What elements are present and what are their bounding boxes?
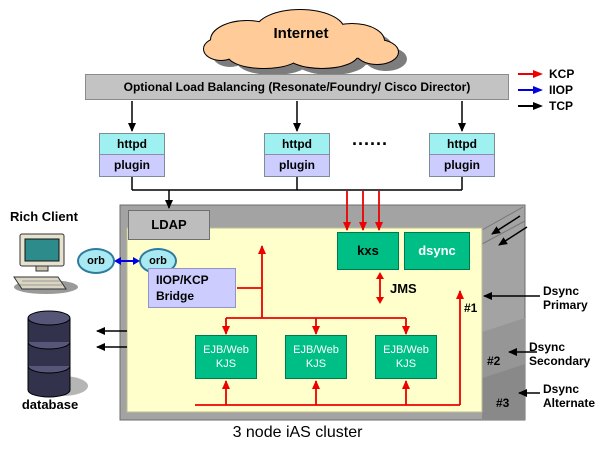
database-label: database xyxy=(21,397,79,412)
internet-label: Internet xyxy=(273,25,329,42)
iiop-arrow-icon xyxy=(518,86,543,94)
kjs-line1: EJB/Web xyxy=(383,344,429,356)
jms-label: JMS xyxy=(390,281,417,296)
dsync-box: dsync xyxy=(404,232,470,270)
kjs-engine-2: EJB/Web KJS xyxy=(285,335,347,379)
role-line2: Secondary xyxy=(529,354,591,368)
node-label-3: #3 xyxy=(496,396,510,410)
kcp-arrow-icon xyxy=(518,70,543,78)
dsync-alternate-label: Dsync Alternate xyxy=(543,382,595,410)
role-line2: Primary xyxy=(543,298,588,312)
internet-cloud-icon xyxy=(203,9,407,75)
web-server-1: httpd plugin xyxy=(99,133,165,177)
plugin-box: plugin xyxy=(100,155,164,176)
kjs-engine-3: EJB/Web KJS xyxy=(375,335,437,379)
kxs-box: kxs xyxy=(337,232,399,270)
kjs-line2: KJS xyxy=(305,358,327,370)
kjs-engine-1: EJB/Web KJS xyxy=(195,335,257,379)
rich-client-computer-icon xyxy=(13,233,78,294)
protocol-legend: KCP IIOP TCP xyxy=(517,66,574,114)
web-server-2: httpd plugin xyxy=(264,133,330,177)
httpd-box: httpd xyxy=(100,134,164,155)
rich-client-label: Rich Client xyxy=(10,209,78,224)
database-icon xyxy=(27,310,88,398)
kjs-line2: KJS xyxy=(395,358,417,370)
legend-label-kcp: KCP xyxy=(549,67,575,81)
role-line1: Dsync xyxy=(543,284,580,298)
diagram-caption: 3 node iAS cluster xyxy=(232,424,363,441)
role-line1: Dsync xyxy=(543,382,580,396)
kjs-line1: EJB/Web xyxy=(203,344,249,356)
httpd-box: httpd xyxy=(430,134,494,155)
ldap-box: LDAP xyxy=(128,210,210,240)
node-label-1: #1 xyxy=(464,301,478,315)
cluster-layer-2 xyxy=(482,318,525,378)
client-orb: orb xyxy=(77,248,115,274)
cluster-layer-3 xyxy=(482,364,525,420)
iiop-kcp-bridge-box: IIOP/KCP Bridge xyxy=(148,268,236,308)
web-server-3: httpd plugin xyxy=(429,133,495,177)
node-label-2: #2 xyxy=(487,354,501,368)
role-line1: Dsync xyxy=(529,340,566,354)
plugin-box: plugin xyxy=(265,155,329,176)
dsync-secondary-label: Dsync Secondary xyxy=(529,340,590,368)
server-orb: orb xyxy=(139,248,177,274)
kjs-line1: EJB/Web xyxy=(293,344,339,356)
httpd-box: httpd xyxy=(265,134,329,155)
plugin-box: plugin xyxy=(430,155,494,176)
legend-item-tcp: TCP xyxy=(517,98,574,114)
legend-label-iiop: IIOP xyxy=(549,83,574,97)
role-line2: Alternate xyxy=(543,396,596,410)
kjs-line2: KJS xyxy=(215,358,237,370)
bridge-line1: IIOP/KCP xyxy=(156,273,209,287)
dsync-primary-label: Dsync Primary xyxy=(543,284,588,312)
more-servers-ellipsis: ...... xyxy=(352,129,389,149)
legend-item-iiop: IIOP xyxy=(517,82,574,98)
legend-label-tcp: TCP xyxy=(549,99,573,113)
bridge-line2: Bridge xyxy=(156,289,195,303)
tcp-arrow-icon xyxy=(518,102,543,110)
load-balancer-bar: Optional Load Balancing (Resonate/Foundr… xyxy=(85,74,509,100)
legend-item-kcp: KCP xyxy=(517,66,574,82)
